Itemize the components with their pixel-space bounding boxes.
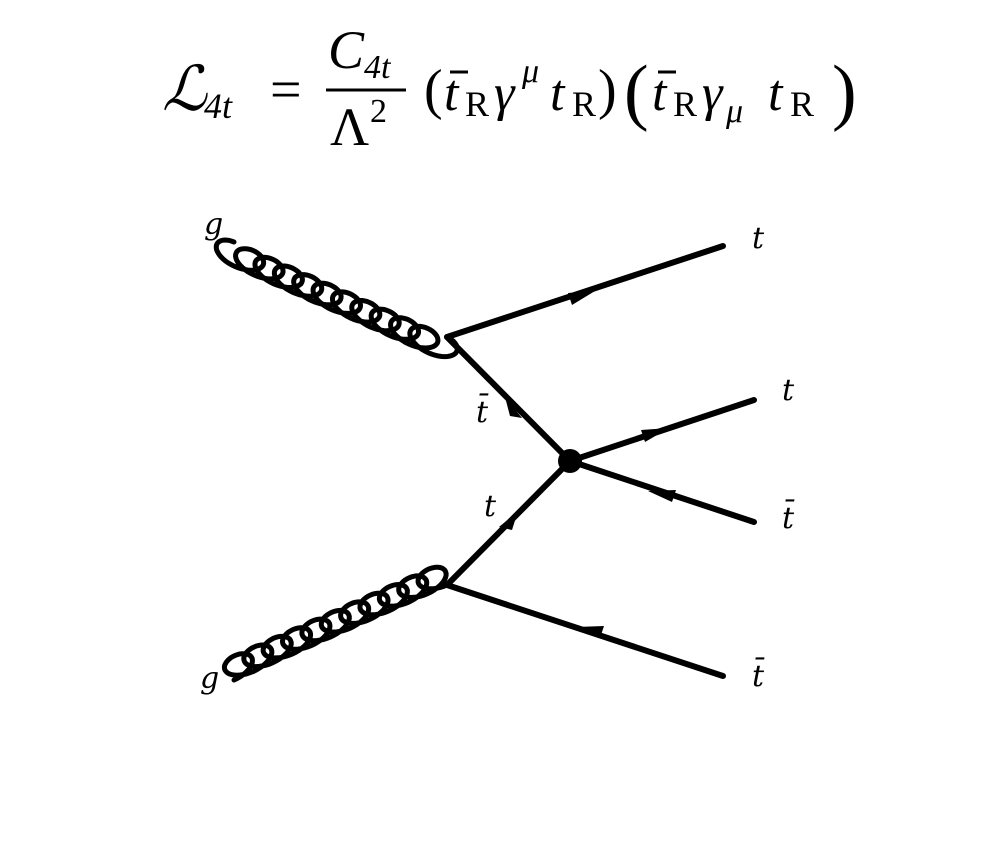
tbar-symbol-1: t	[444, 65, 460, 122]
tbar-subscript-1: R	[465, 84, 489, 124]
cutoff-symbol: Λ	[330, 97, 369, 157]
arrow-t	[499, 511, 518, 530]
label-propagator-tbar: t̄	[476, 392, 489, 430]
t-symbol-2: t	[768, 65, 784, 122]
t-subscript-2: R	[790, 84, 814, 124]
label-out-mid-t: t	[782, 373, 795, 408]
gamma-index-1: μ	[521, 53, 539, 90]
arrow-mid-tbar	[648, 490, 676, 502]
lagrangian-formula: ℒ 4t = C 4t Λ 2 ( t R γ μ t R ) ( t R γ …	[162, 20, 857, 157]
propagator-tbar	[444, 334, 573, 464]
coupling-symbol: C	[328, 20, 365, 80]
t-subscript-1: R	[572, 84, 596, 124]
label-propagator-t: t	[484, 489, 497, 524]
label-out-mid-tbar: t̄	[782, 498, 795, 536]
paren-open-2: (	[624, 51, 649, 133]
gamma-index-2: μ	[725, 93, 743, 130]
arrow-mid-t	[641, 428, 669, 442]
gamma-symbol-2: γ	[702, 65, 724, 122]
coupling-subscript: 4t	[364, 49, 392, 86]
label-gluon-top: g	[204, 207, 223, 242]
t-symbol-1: t	[550, 65, 566, 122]
label-out-bottom: t̄	[752, 656, 765, 694]
gluon-line-top	[213, 237, 460, 360]
cutoff-power: 2	[370, 93, 387, 130]
contact-vertex	[558, 449, 582, 473]
label-gluon-bottom: g	[200, 661, 219, 696]
fermion-line-top-t	[444, 243, 726, 340]
paren-close-2: )	[832, 51, 857, 133]
gluon-line-bottom	[221, 564, 450, 683]
paren-open-1: (	[424, 59, 443, 121]
arrow-tbar	[505, 397, 522, 418]
equals-sign: =	[270, 59, 302, 121]
gamma-symbol-1: γ	[494, 65, 516, 122]
lagrangian-subscript: 4t	[204, 86, 233, 126]
tbar-symbol-2: t	[652, 65, 668, 122]
label-out-top: t	[752, 221, 765, 256]
paren-close-1: )	[598, 59, 617, 121]
arrow-top-t	[568, 291, 595, 305]
arrow-bottom-tbar	[576, 626, 604, 638]
tbar-subscript-2: R	[673, 84, 697, 124]
lagrangian-symbol: ℒ	[162, 56, 208, 124]
